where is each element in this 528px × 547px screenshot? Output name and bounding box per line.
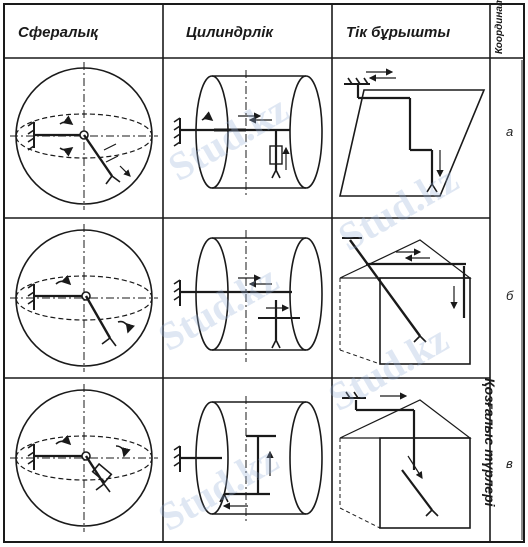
fixed-mount-icon [173,117,181,147]
table-grid [3,3,525,543]
header-spherical: Сфералық [18,24,98,41]
cylindrical-diagram-b [173,230,323,362]
side-header-coordinate-system: Координат жүйесі [494,0,505,54]
cylindrical-diagram-c [173,396,323,524]
rectangular-diagram-b [339,237,472,365]
rectangular-diagram-a [338,68,486,197]
fixed-mount-icon [342,391,366,399]
gripper-icon [105,175,121,185]
fixed-mount-icon [173,445,181,472]
fixed-mount-icon [27,283,35,310]
spherical-diagram-a [10,62,158,210]
fixed-mount-icon [27,121,35,151]
fixed-mount-icon [173,279,181,306]
row-label-c: в [506,456,513,471]
row-label-b: б [506,288,514,303]
fixed-mount-icon [344,77,370,85]
spherical-diagram-c [10,384,158,532]
side-title-motion-types: Қозғалыс түрлері [482,378,498,507]
header-cylindrical: Цилиндрлік [186,24,273,41]
header-rectangular: Тік бұрышты [346,24,451,41]
cylindrical-diagram-a [173,70,323,196]
spherical-diagram-b [10,224,158,372]
fixed-mount-icon [27,443,35,470]
row-label-a: а [506,124,514,139]
rectangular-diagram-c [339,391,472,529]
